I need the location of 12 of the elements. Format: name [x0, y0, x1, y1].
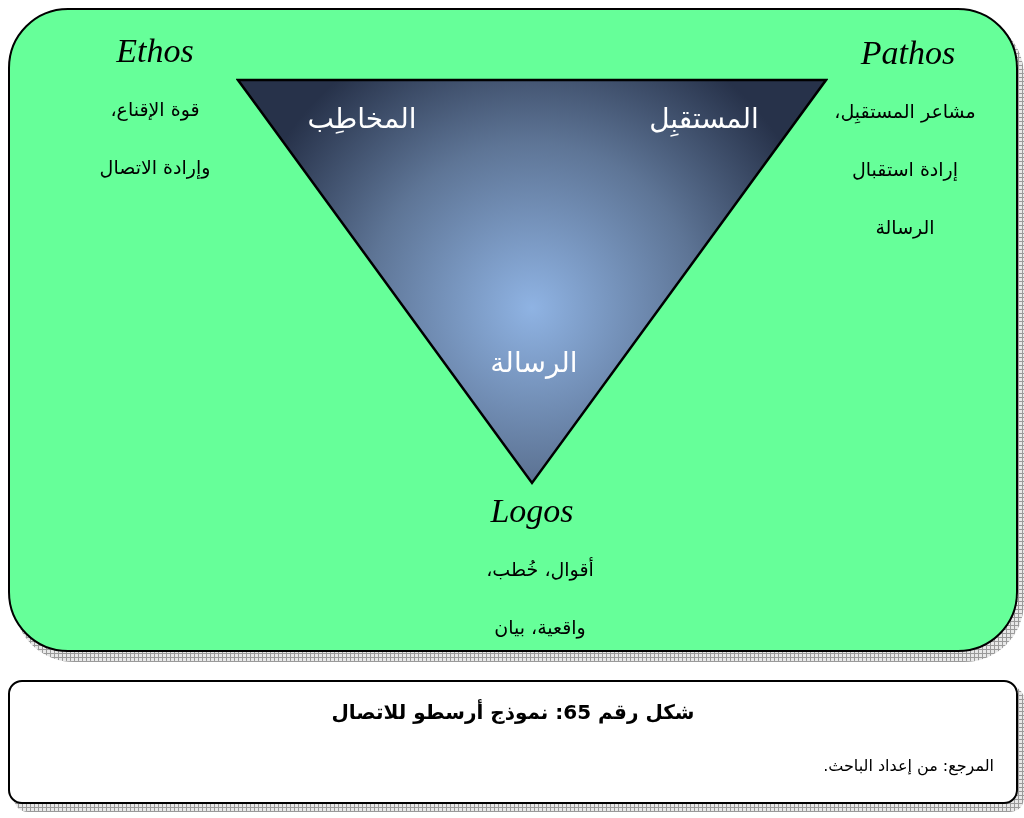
triangle [236, 78, 828, 486]
triangle-label: الرسالة [490, 346, 578, 379]
description-text: مشاعر المستقبِل، إرادة استقبال الرسالة [833, 99, 977, 241]
triangle-label: المخاطِب [307, 102, 417, 135]
term-label: Pathos [860, 34, 956, 72]
description-text: أقوال، خُطب، واقعية، بيان [485, 556, 595, 641]
description-text: قوة الإقناع، وإرادة الاتصال [98, 97, 212, 181]
source-note: المرجع: من إعداد الباحث. [823, 756, 994, 775]
term-label: Ethos [116, 32, 194, 70]
figure-title: شكل رقم 65: نموذج أرسطو للاتصال [330, 700, 696, 724]
term-label: Logos [490, 492, 574, 530]
triangle-label: المستقبِل [649, 102, 759, 135]
